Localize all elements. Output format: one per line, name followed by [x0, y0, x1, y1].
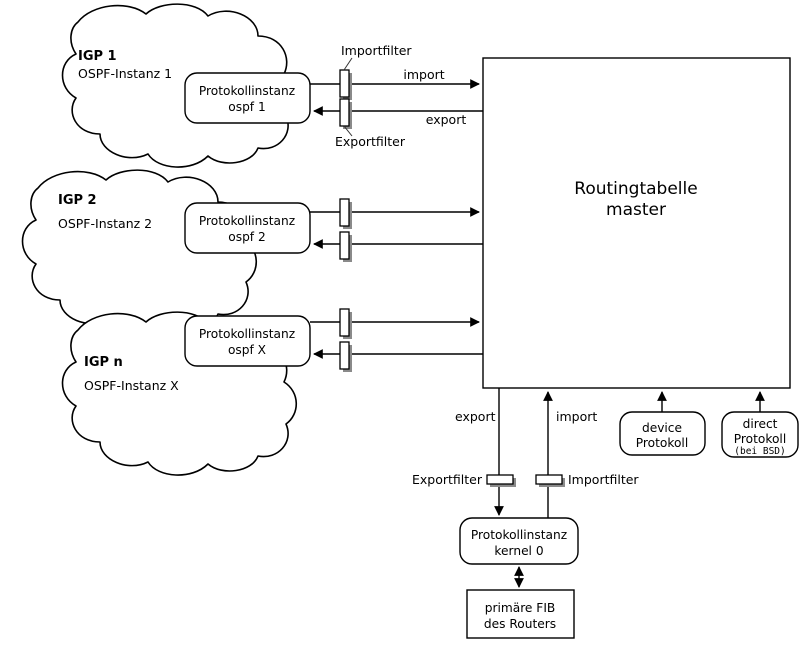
exportfilter-ospf2-box[interactable]	[339, 231, 350, 260]
label-import-bottom: import	[556, 409, 597, 424]
exportfilter-ospfX-box[interactable]	[339, 341, 350, 370]
primary-fib-line2: des Routers	[484, 617, 556, 631]
device-protocol-box	[619, 411, 706, 456]
direct-protocol-box	[721, 411, 799, 458]
label-exportfilter-top: Exportfilter	[335, 134, 406, 149]
exportfilter-kernel-box[interactable]	[486, 474, 514, 485]
label-export-ospf1: export	[426, 112, 467, 127]
importfilter-kernel-box[interactable]	[535, 474, 563, 485]
direct-protocol-line2: Protokoll	[734, 432, 786, 446]
device-protocol-line2: Protokoll	[636, 436, 688, 450]
cloud-igp1-title: IGP 1	[78, 49, 117, 64]
label-exportfilter-bottom: Exportfilter	[412, 472, 483, 487]
device-protocol-line1: device	[642, 421, 682, 435]
routing-table-master[interactable]: Routingtabelle master	[482, 57, 791, 389]
direct-protocol[interactable]: direct Protokoll (bei BSD)	[721, 391, 799, 458]
primary-fib-line1: primäre FIB	[485, 601, 556, 615]
importfilter-ospf1-box[interactable]	[339, 69, 350, 98]
label-export-bottom: export	[455, 409, 496, 424]
protocol-instance-ospf2-line1: Protokollinstanz	[199, 214, 295, 228]
cloud-igp2-title: IGP 2	[58, 193, 97, 208]
protocol-instance-kernel[interactable]: Protokollinstanz kernel 0	[459, 517, 579, 565]
importfilter-ospfX-box[interactable]	[339, 308, 350, 337]
label-importfilter-bottom: Importfilter	[568, 472, 639, 487]
cloud-igp1-subtitle: OSPF-Instanz 1	[78, 66, 172, 81]
cloud-igp2-subtitle: OSPF-Instanz 2	[58, 216, 152, 231]
routing-table-title-line1: Routingtabelle	[574, 179, 697, 199]
protocol-instance-ospf2-line2: ospf 2	[228, 230, 265, 244]
device-protocol[interactable]: device Protokoll	[619, 391, 706, 456]
primary-fib-box	[466, 589, 575, 639]
row-ospf2: Protokollinstanz ospf 2	[184, 198, 483, 262]
kernel-export-path: export Exportfilter	[412, 388, 516, 516]
protocol-instance-ospfX-box[interactable]	[184, 315, 311, 367]
protocol-instance-ospf1-line2: ospf 1	[228, 100, 265, 114]
direct-protocol-note: (bei BSD)	[734, 446, 785, 457]
cloud-igpn-subtitle: OSPF-Instanz X	[84, 378, 179, 393]
cloud-igpn-title: IGP n	[84, 355, 123, 370]
protocol-instance-kernel-box	[459, 517, 579, 565]
cloud-igp1: IGP 1 OSPF-Instanz 1	[61, 3, 298, 168]
label-importfilter-top: Importfilter	[341, 43, 412, 58]
exportfilter-ospf1-box[interactable]	[339, 98, 350, 127]
cloud-igp1-shape	[61, 3, 298, 168]
protocol-instance-kernel-line1: Protokollinstanz	[471, 528, 567, 542]
routing-table-title-line2: master	[606, 200, 666, 220]
protocol-instance-kernel-line2: kernel 0	[494, 544, 543, 558]
protocol-instance-ospfX-line1: Protokollinstanz	[199, 327, 295, 341]
protocol-instance-ospf1-box[interactable]	[184, 72, 311, 124]
routing-table-master-box	[482, 57, 791, 389]
direct-protocol-line1: direct	[743, 417, 778, 431]
protocol-instance-ospf2-box[interactable]	[184, 202, 311, 254]
importfilter-leader	[343, 57, 353, 71]
protocol-instance-ospfX-line2: ospf X	[228, 343, 266, 357]
exportfilter-leader	[343, 125, 353, 137]
label-import-ospf1: import	[403, 67, 444, 82]
importfilter-ospf2-box[interactable]	[339, 198, 350, 227]
kernel-import-path: import Importfilter	[535, 391, 639, 518]
protocol-instance-ospf1-line1: Protokollinstanz	[199, 84, 295, 98]
row-ospf1: Protokollinstanz ospf 1 Importfilter Exp…	[184, 43, 483, 149]
primary-fib[interactable]: primäre FIB des Routers	[466, 589, 575, 639]
row-ospfX: Protokollinstanz ospf X	[184, 308, 483, 372]
